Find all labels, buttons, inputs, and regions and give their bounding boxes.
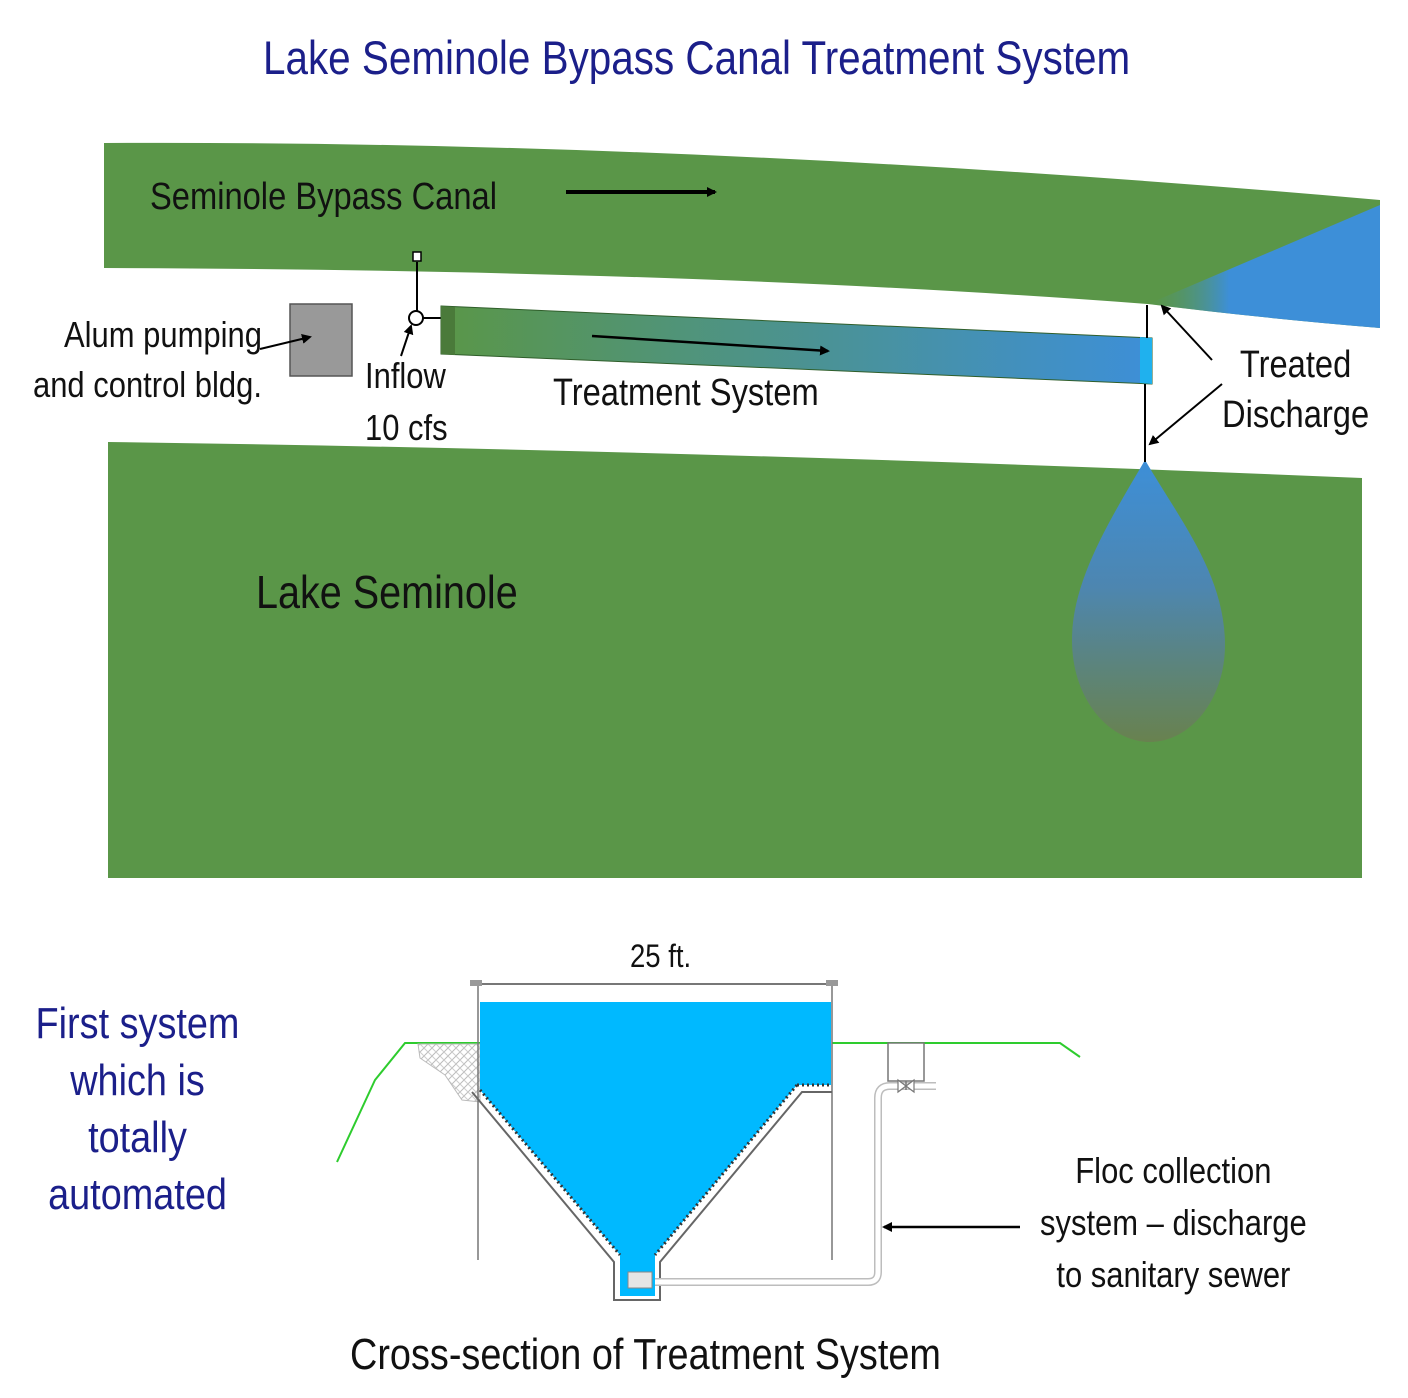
treatment-system-label: Treatment System xyxy=(553,372,819,414)
canal-label: Seminole Bypass Canal xyxy=(150,176,497,218)
inflow-label-line1: Inflow xyxy=(365,355,446,396)
tank-rim-cap-left xyxy=(470,980,482,986)
note-line4: automated xyxy=(48,1170,227,1219)
treated-discharge-label: Treated Discharge xyxy=(1222,340,1369,440)
floc-label-line2: system – discharge xyxy=(1040,1202,1307,1243)
soil-hatch xyxy=(417,1043,481,1103)
floc-collection-label: Floc collection system – discharge to sa… xyxy=(1040,1145,1307,1301)
bypass-canal xyxy=(104,142,1380,328)
lake-label: Lake Seminole xyxy=(256,566,518,618)
page-title: Lake Seminole Bypass Canal Treatment Sys… xyxy=(263,31,1131,84)
floc-pipe-inner xyxy=(655,1083,936,1285)
treatment-flow-arrow xyxy=(591,334,830,356)
cross-section-caption: Cross-section of Treatment System xyxy=(350,1330,941,1379)
note-line3: totally xyxy=(88,1113,187,1162)
floc-sump xyxy=(627,1271,653,1289)
note-line1: First system xyxy=(35,999,240,1048)
alum-pointer-arrow xyxy=(259,334,312,350)
canal-discharge-plume xyxy=(1148,205,1380,328)
inflow-label: Inflow 10 cfs xyxy=(365,350,448,454)
tank-rim-cap-right xyxy=(826,980,838,986)
tank-width-label: 25 ft. xyxy=(630,938,692,974)
treated-label-line2: Discharge xyxy=(1222,394,1370,436)
valve-icon xyxy=(897,1078,915,1094)
floc-label-line1: Floc collection xyxy=(1075,1150,1272,1191)
intake-marker xyxy=(412,251,422,262)
hopper-lining xyxy=(478,1083,831,1256)
treated-pointer-arrow-upper xyxy=(1160,304,1213,361)
treated-label-line1: Treated xyxy=(1239,344,1352,386)
lake-discharge-plume xyxy=(1072,460,1225,742)
treatment-outlet-end xyxy=(1140,337,1152,384)
right-bank-line xyxy=(832,1042,1081,1058)
inflow-node xyxy=(408,310,424,326)
alum-label-line2: and control bldg. xyxy=(33,364,262,405)
valve-box xyxy=(887,1042,925,1082)
treatment-inlet-end xyxy=(441,306,455,355)
treated-pointer-arrow-lower xyxy=(1148,383,1223,446)
lake-seminole-area xyxy=(108,442,1362,878)
inflow-label-line2: 10 cfs xyxy=(365,407,448,448)
alum-building-label: Alum pumping and control bldg. xyxy=(33,310,262,410)
automation-note: First system which is totally automated xyxy=(30,995,245,1223)
tank-water xyxy=(480,1002,831,1296)
hopper-outline xyxy=(471,1091,832,1301)
alum-label-line1: Alum pumping xyxy=(64,314,262,355)
inflow-pointer-arrow xyxy=(400,324,414,357)
left-bank-line xyxy=(336,1042,480,1163)
floc-label-line3: to sanitary sewer xyxy=(1056,1254,1291,1295)
note-line2: which is xyxy=(70,1056,205,1105)
